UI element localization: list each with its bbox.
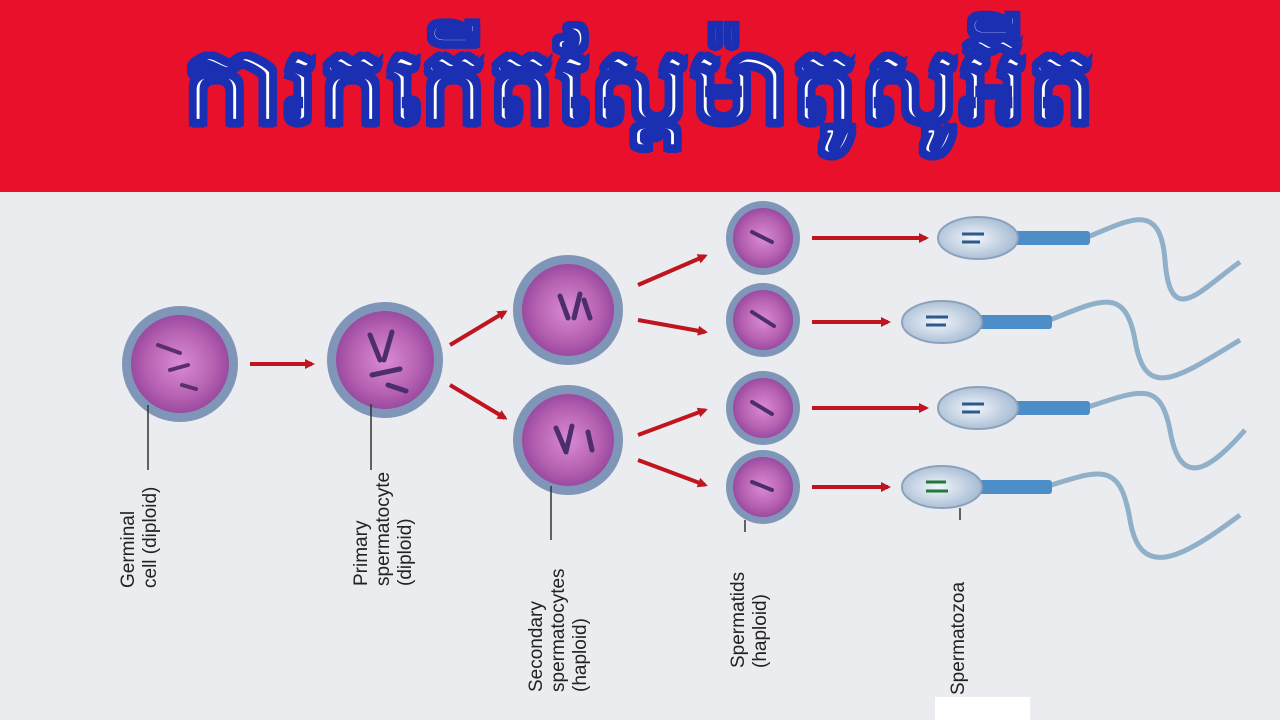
label-primary-spermatocyte: Primary spermatocyte (diploid) — [351, 471, 416, 586]
germinal-cell — [122, 306, 238, 422]
secondary-spermatocyte-bottom — [513, 385, 623, 495]
label-leader-lines — [147, 404, 961, 540]
primary-spermatocyte-cell — [327, 302, 443, 418]
spermatid-1 — [726, 201, 800, 275]
label-germinal-cell: Germinal cell (diploid) — [118, 486, 161, 588]
label-spermatids: Spermatids (haploid) — [728, 571, 771, 668]
diagram-area — [0, 192, 1280, 720]
arrows — [250, 233, 929, 492]
spermatid-4 — [726, 450, 800, 524]
label-secondary-spermatocytes: Secondary spermatocytes (haploid) — [526, 568, 591, 692]
white-patch — [935, 697, 1030, 720]
title-banner — [0, 0, 1280, 192]
page-title: ការកកើតស្ពែម៉ាតូសូអ៊ីត — [182, 23, 1097, 148]
secondary-spermatocyte-top — [513, 255, 623, 365]
spermatozoon-1 — [937, 216, 1242, 302]
spermatozoon-3 — [937, 386, 1247, 471]
label-spermatozoa: Spermatozoa — [948, 581, 969, 695]
spermatid-3 — [726, 371, 800, 445]
spermatid-2 — [726, 283, 800, 357]
spermatozoon-2 — [901, 299, 1242, 381]
spermatozoon-4 — [901, 465, 1242, 560]
